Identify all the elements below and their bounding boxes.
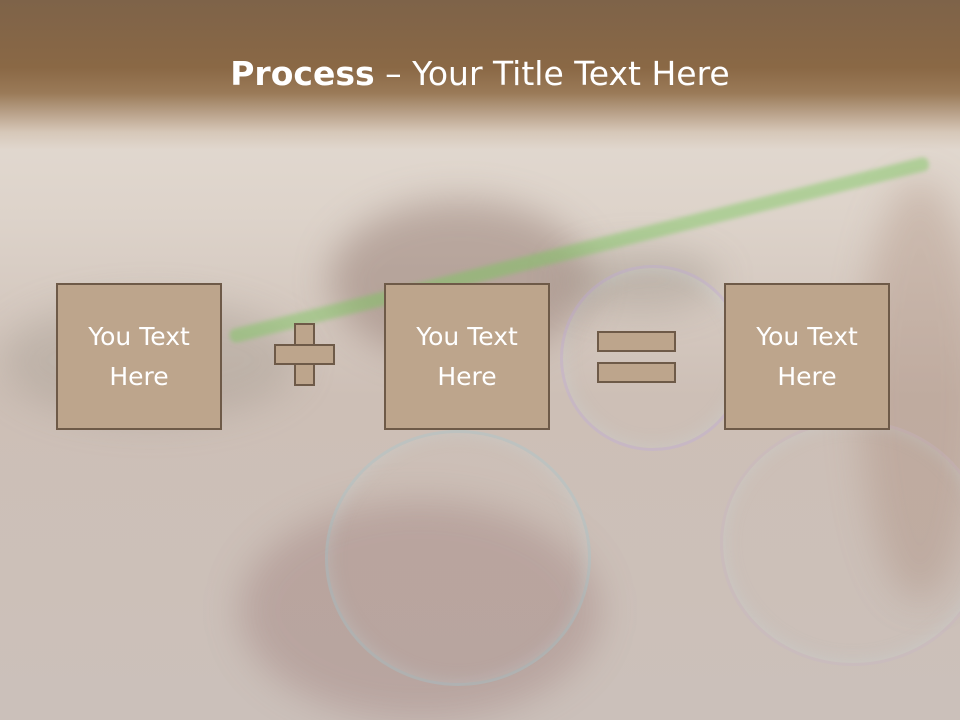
process-box-1[interactable]: You Text Here [56, 283, 222, 430]
process-box-3[interactable]: You Text Here [724, 283, 890, 430]
title-band [0, 0, 960, 150]
process-box-1-text: You Text Here [88, 321, 190, 391]
slide-title-rest: – Your Title Text Here [374, 54, 730, 93]
process-box-2-text: You Text Here [416, 321, 518, 391]
process-box-2[interactable]: You Text Here [384, 283, 550, 430]
slide-title-bold: Process [230, 54, 375, 93]
equals-icon [597, 331, 676, 383]
slide-title: Process – Your Title Text Here [0, 52, 960, 96]
process-box-3-text: You Text Here [756, 321, 858, 391]
plus-icon [274, 323, 335, 386]
